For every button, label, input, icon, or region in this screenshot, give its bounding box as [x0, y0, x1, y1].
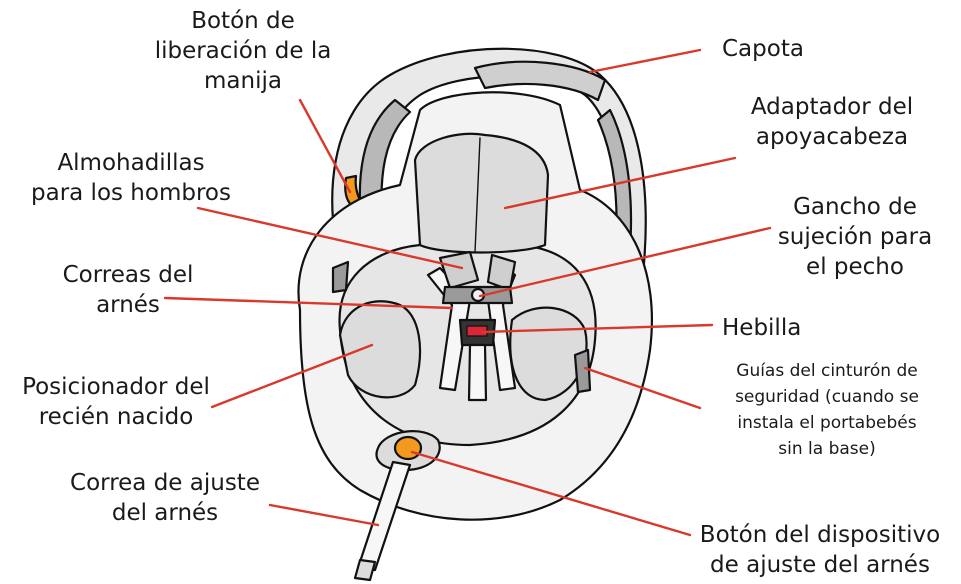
- belt-guide-right: [573, 348, 592, 394]
- leader-hebilla: [480, 323, 714, 334]
- adjuster-strap: [356, 460, 412, 572]
- label-hebilla: Hebilla: [722, 315, 802, 341]
- leader-correas: [163, 296, 454, 310]
- label-almohadillas: Almohadillas para los hombros: [31, 150, 231, 206]
- leader-adaptador: [503, 156, 737, 210]
- label-guias: Guías del cinturón de seguridad (cuando …: [735, 361, 919, 459]
- leader-gancho: [478, 226, 772, 298]
- label-correas: Correas del arnés: [62, 262, 194, 318]
- leader-guias: [583, 366, 702, 410]
- leader-boton-liberacion: [298, 98, 352, 194]
- leader-boton-dispositivo: [410, 450, 692, 537]
- label-correa-ajuste: Correa de ajuste del arnés: [70, 470, 260, 526]
- leader-correa-ajuste: [268, 503, 380, 527]
- label-gancho: Gancho de sujeción para el pecho: [777, 194, 933, 280]
- label-boton-liberacion: Botón de liberación de la manija: [154, 8, 332, 94]
- leader-capota: [588, 48, 702, 74]
- label-capota: Capota: [722, 36, 804, 62]
- belt-guide-left: [331, 260, 350, 294]
- label-posicionador: Posicionador del recién nacido: [22, 374, 210, 430]
- crotch-strap: [467, 343, 488, 402]
- label-adaptador: Adaptador del apoyacabeza: [750, 94, 914, 150]
- leader-posicionador: [210, 343, 374, 409]
- canopy: [473, 60, 607, 102]
- shoulder-pad-left: [438, 250, 480, 290]
- head-support: [413, 132, 550, 254]
- label-boton-dispositivo: Botón del dispositivo de ajuste del arné…: [699, 522, 941, 578]
- leader-almohadillas: [196, 206, 464, 270]
